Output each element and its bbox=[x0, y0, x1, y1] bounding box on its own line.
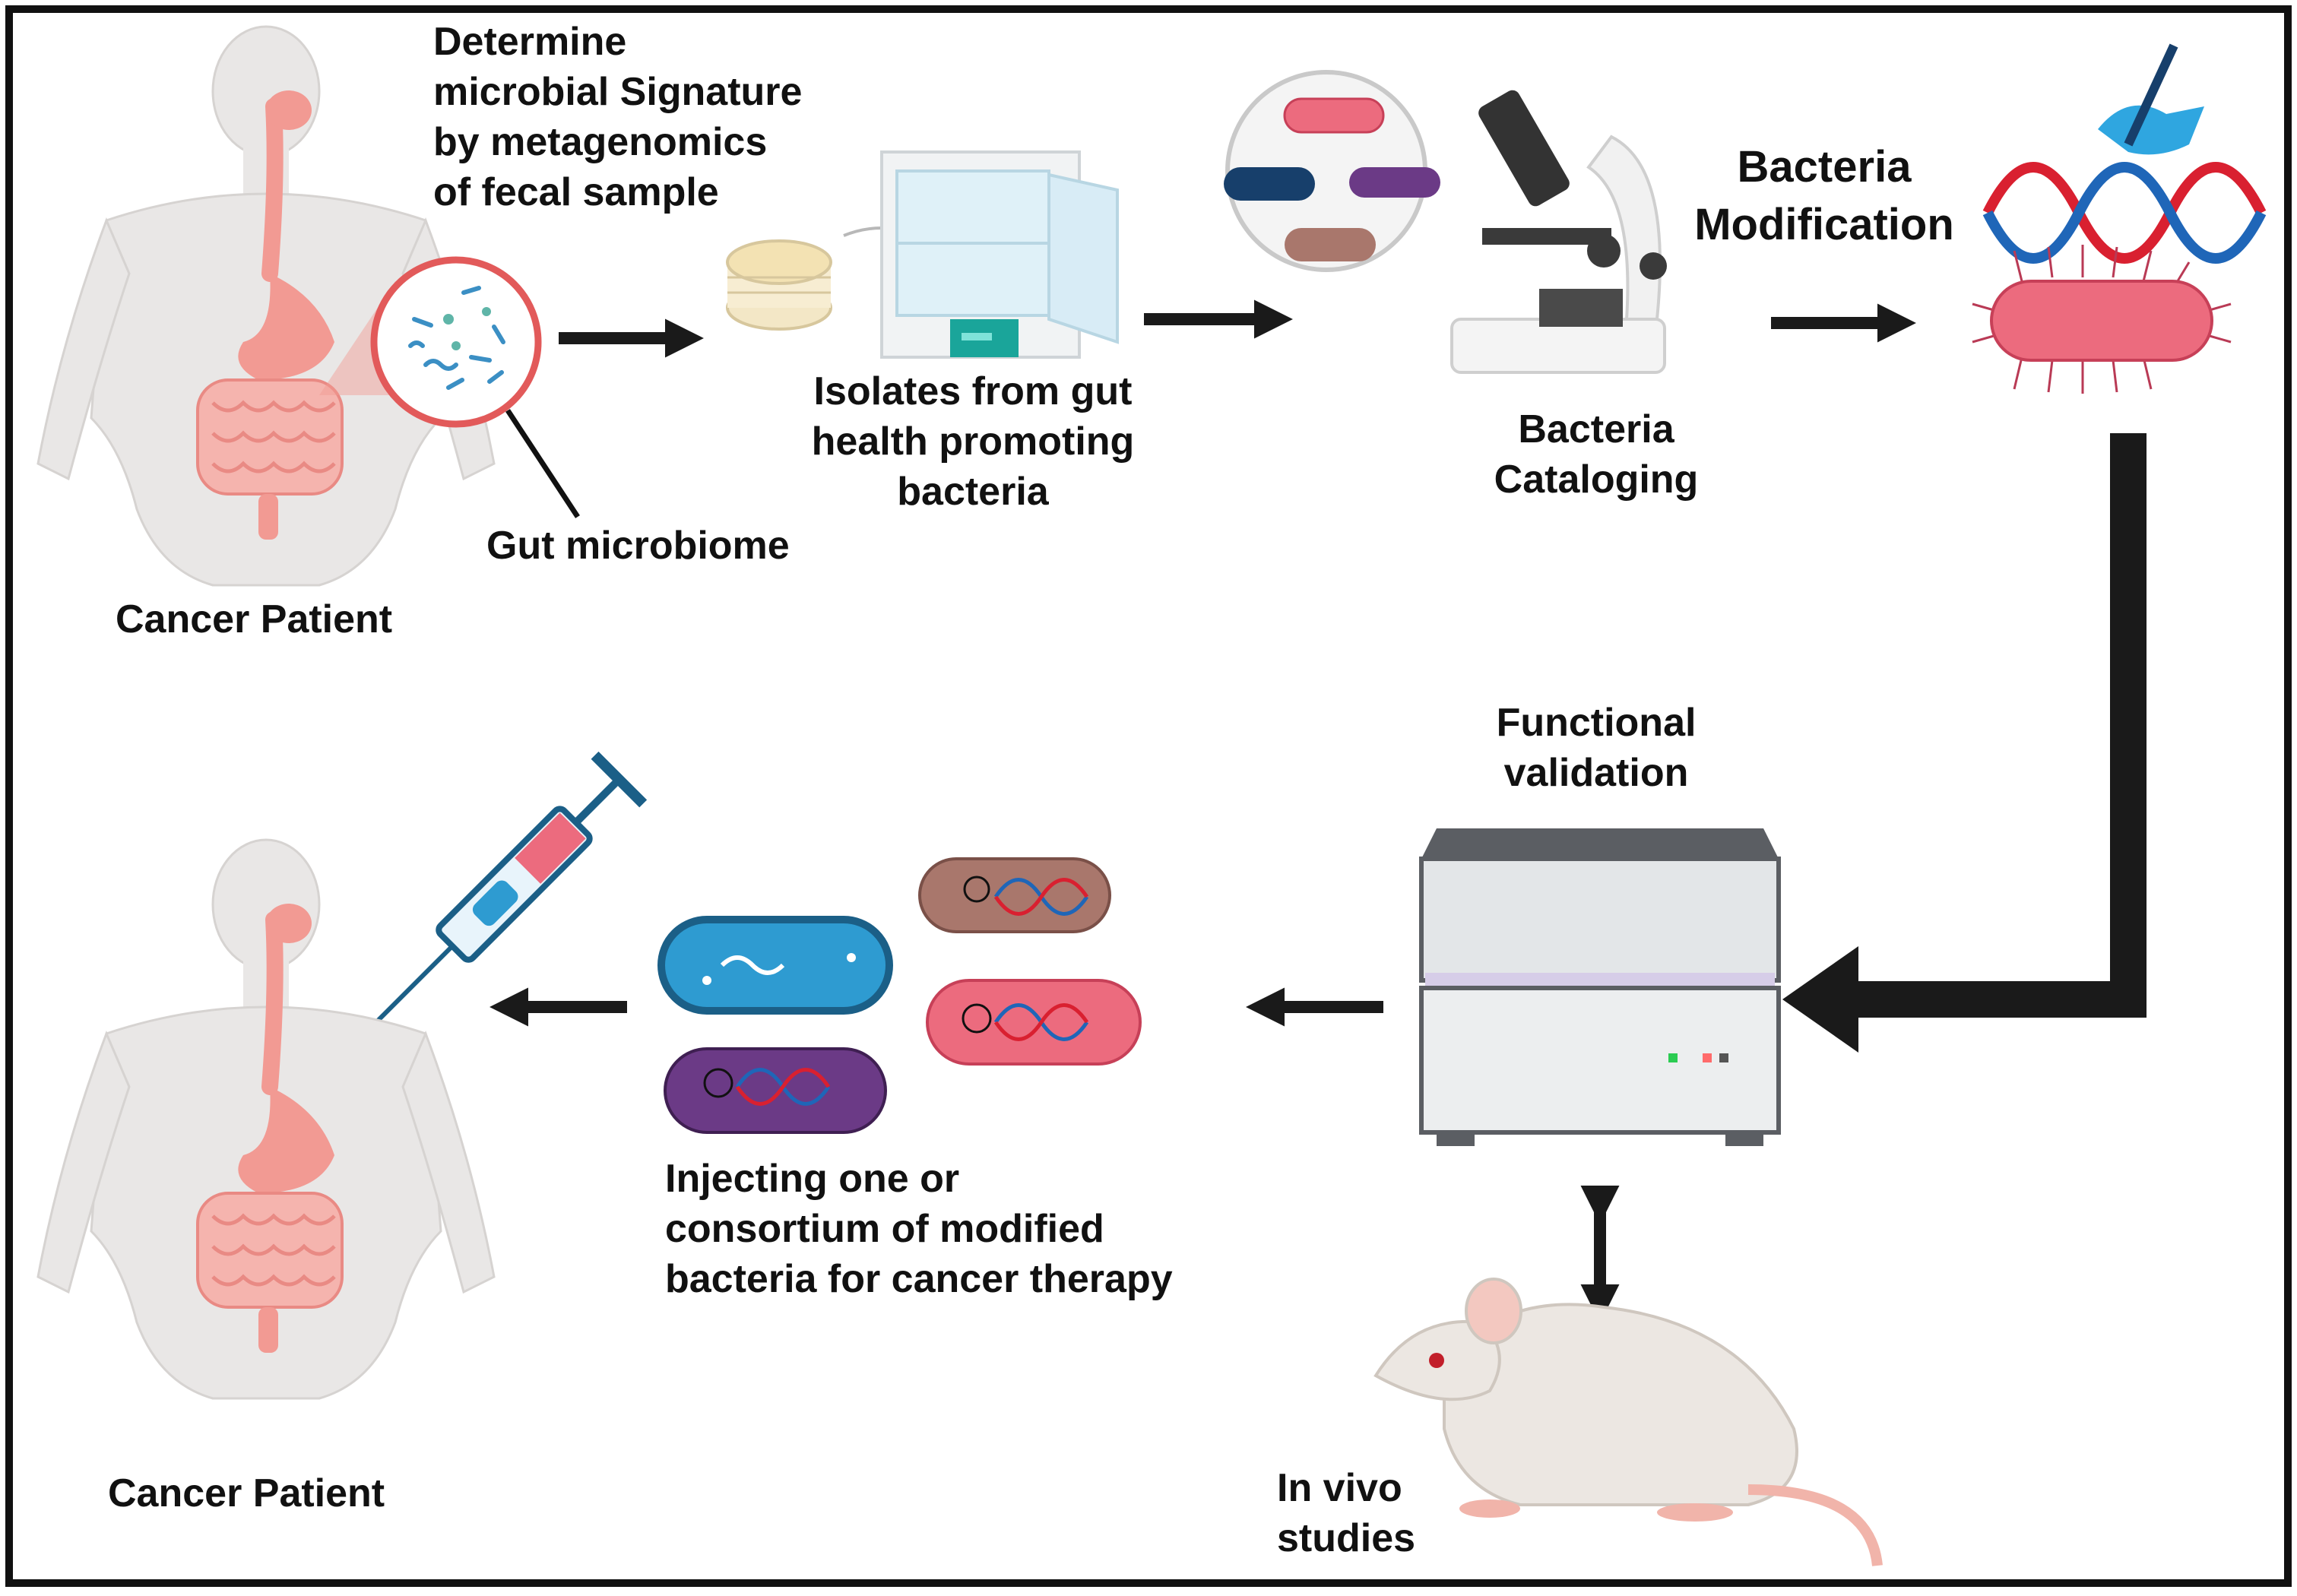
cancer-patient-bottom-label: Cancer Patient bbox=[108, 1471, 385, 1515]
bacteria-lens-icon bbox=[1224, 70, 1440, 272]
incubator-icon bbox=[880, 150, 1119, 359]
in-vivo-label: In vivo studies bbox=[1277, 1466, 1416, 1560]
functional-validation-label: Functional validation bbox=[1496, 701, 1697, 795]
bacteria-cataloging-label: Bacteria Cataloging bbox=[1494, 407, 1699, 502]
mouse-icon bbox=[1373, 1278, 1883, 1566]
gene-editing-dna-icon bbox=[1982, 43, 2267, 264]
syringe-icon bbox=[369, 751, 648, 1029]
bacterium-icon bbox=[1972, 245, 2232, 394]
elbow-arrow-head bbox=[1782, 946, 1858, 1053]
cancer-patient-top-label: Cancer Patient bbox=[116, 597, 393, 641]
gut-microbiome-label: Gut microbiome bbox=[486, 524, 790, 568]
diagram-border bbox=[5, 5, 2292, 1587]
bacteria-modification-label: Bacteria Modification bbox=[1694, 142, 1954, 249]
gut-microbiome-magnifier-icon bbox=[319, 256, 580, 518]
isolates-label: Isolates from gut health promoting bacte… bbox=[811, 369, 1135, 514]
modified-bacteria-icon bbox=[657, 857, 1142, 1134]
determine-signature-label: Determine microbial Signature by metagen… bbox=[433, 20, 803, 214]
microscope-icon bbox=[1450, 90, 1667, 374]
elbow-arrow-to-validation bbox=[1836, 433, 2147, 1018]
analyzer-machine-icon bbox=[1419, 828, 1781, 1146]
human-body-icon bbox=[36, 838, 496, 1400]
injecting-label: Injecting one or consortium of modified … bbox=[665, 1157, 1173, 1301]
petri-dish-icon bbox=[726, 226, 920, 331]
